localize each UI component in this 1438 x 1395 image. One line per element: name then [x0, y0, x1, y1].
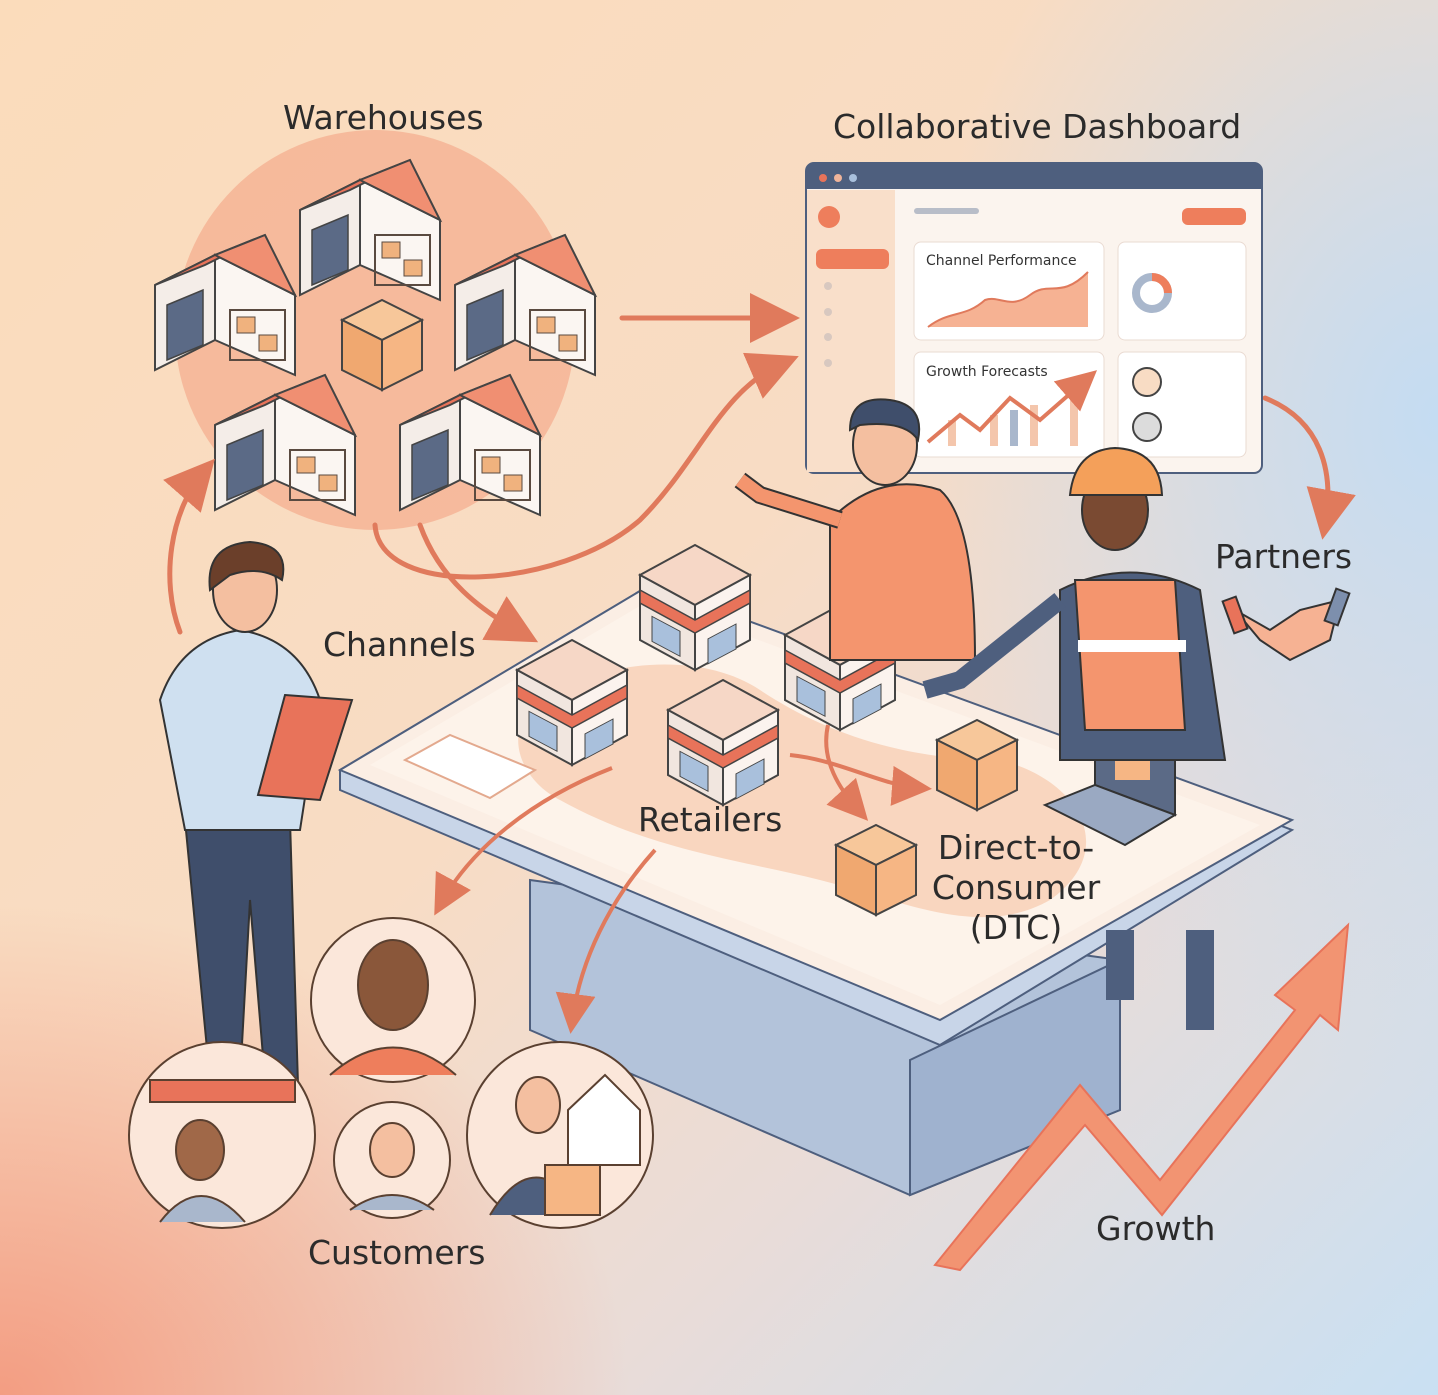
dtc-label: Direct-to- Consumer (DTC) [930, 828, 1102, 948]
package-icon [835, 824, 917, 916]
dtc-label-line1: Direct-to- [937, 828, 1095, 867]
retailers-label: Retailers [638, 800, 783, 839]
flow-arrows [163, 293, 1356, 643]
arrow-channels-to-dashboard [372, 352, 799, 580]
channels-label: Channels [323, 625, 476, 664]
collaborative-dashboard-window: Channel Performance Growth Forecasts [805, 162, 1263, 474]
growth-forecasts-title: Growth Forecasts [926, 364, 1048, 380]
customer-avatar [128, 1041, 316, 1229]
collaborative-dashboard-label: Collaborative Dashboard [833, 107, 1242, 146]
person-pointing [734, 398, 977, 661]
box-icon [341, 299, 423, 391]
dtc-label-line3: (DTC) [969, 908, 1063, 947]
customers-group [128, 917, 654, 1229]
customer-avatar [310, 917, 476, 1083]
growth-label: Growth [1096, 1209, 1216, 1248]
arrow-to-channels [417, 522, 539, 643]
partners-label: Partners [1215, 537, 1353, 576]
warehouses-label: Warehouses [283, 98, 484, 137]
construction-worker [922, 446, 1227, 1030]
package-icon [936, 719, 1018, 811]
dashboard-action-button [1182, 208, 1246, 225]
arrow-to-warehouses [163, 458, 215, 635]
customer-avatar [466, 1041, 654, 1229]
growth-arrow [933, 922, 1350, 1272]
arrow-to-partners [1262, 395, 1356, 540]
person-with-clipboard [158, 540, 354, 1087]
customer-avatar [333, 1101, 451, 1219]
user-avatar-icon [1132, 412, 1162, 442]
user-avatar-icon [1132, 367, 1162, 397]
handshake-icon [1221, 587, 1351, 662]
warehouse-cluster [154, 130, 596, 530]
customers-label: Customers [308, 1233, 486, 1272]
dtc-label-line2: Consumer [931, 868, 1101, 907]
channel-performance-title: Channel Performance [926, 253, 1077, 269]
